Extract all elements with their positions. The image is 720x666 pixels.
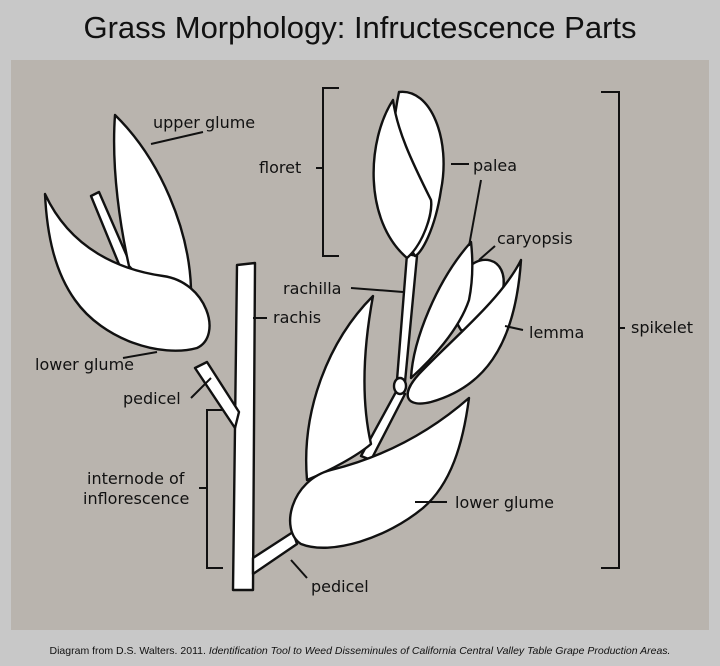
citation: Diagram from D.S. Walters. 2011. Identif… (0, 645, 720, 657)
leader-pedicel-left (190, 377, 212, 399)
leader-lemma (504, 325, 524, 331)
grass-infructescence-diagram: upper glume floret palea caryopsis rachi… (35, 87, 693, 596)
label-pedicel-right: pedicel (311, 577, 369, 596)
label-pedicel-left: pedicel (123, 389, 181, 408)
leader-upper-glume (150, 131, 204, 145)
citation-prefix: Diagram from D.S. Walters. 2011. (49, 645, 209, 657)
right-lower-glume (288, 396, 471, 549)
citation-work: Identification Tool to Weed Disseminules… (208, 645, 671, 657)
label-rachilla: rachilla (283, 279, 341, 298)
leader-rachilla (350, 287, 404, 293)
diagram-panel: upper glume floret palea caryopsis rachi… (11, 60, 709, 630)
left-pedicel-stem (193, 360, 241, 430)
middle-lemma (406, 258, 523, 405)
leader-pedicel-right (290, 559, 308, 579)
leader-lower-glume-left (122, 351, 158, 359)
label-lower-glume-right: lower glume (455, 493, 554, 512)
page-title: Grass Morphology: Infructescence Parts (83, 10, 637, 45)
label-lemma: lemma (529, 323, 584, 342)
spikelet-bracket (601, 91, 625, 569)
floret-bracket (316, 87, 339, 257)
label-spikelet: spikelet (631, 318, 693, 337)
label-caryopsis: caryopsis (497, 229, 573, 248)
middle-palea (409, 240, 474, 380)
label-internode-line1: internode of (87, 469, 185, 488)
internode-bracket (199, 409, 223, 569)
right-pedicel-stem (251, 530, 299, 576)
floret-lemma (372, 98, 433, 260)
label-rachis: rachis (273, 308, 321, 327)
leader-caryopsis (478, 245, 496, 261)
right-upper-glume (305, 294, 375, 482)
label-upper-glume: upper glume (153, 113, 255, 132)
label-lower-glume-left: lower glume (35, 355, 134, 374)
leader-palea-down (468, 179, 482, 247)
rachis-stem (231, 261, 257, 592)
label-internode-line2: inflorescence (83, 489, 189, 508)
label-palea: palea (473, 156, 517, 175)
rachilla-node (392, 376, 408, 396)
left-lower-glume (43, 192, 211, 352)
label-floret: floret (259, 158, 301, 177)
